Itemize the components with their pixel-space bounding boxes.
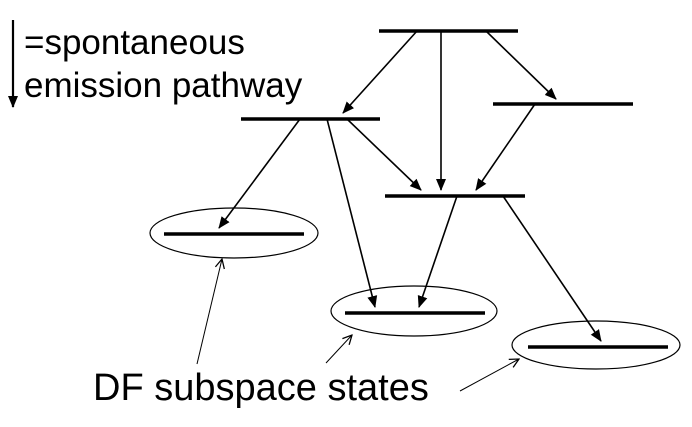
caption-pointers (196, 259, 519, 392)
legend-label-line1: =spontaneous (24, 23, 245, 62)
pathway-arrow (502, 195, 602, 342)
pathway-arrow (417, 195, 458, 308)
pathway-arrow (326, 118, 378, 308)
pointer-arrow (325, 335, 352, 364)
energy-levels (164, 29, 668, 349)
df-subspace-groups (149, 207, 681, 370)
legend-label-line2: emission pathway (24, 66, 303, 105)
df-subspace-ellipse-right (511, 320, 681, 370)
pointer-arrow (196, 259, 222, 365)
df-subspace-ellipse-center (330, 285, 498, 337)
pathway-arrow (342, 30, 418, 114)
legend: =spontaneous emission pathway (8, 20, 303, 108)
pathway-arrow (475, 103, 536, 191)
pathway-arrow (346, 118, 422, 191)
emission-pathways (218, 30, 602, 342)
pointer-arrow (459, 359, 519, 392)
pathway-arrow (218, 118, 301, 229)
caption-label: DF subspace states (93, 367, 429, 409)
df-subspace-ellipse-left (149, 207, 319, 259)
pathway-arrow (485, 30, 557, 100)
